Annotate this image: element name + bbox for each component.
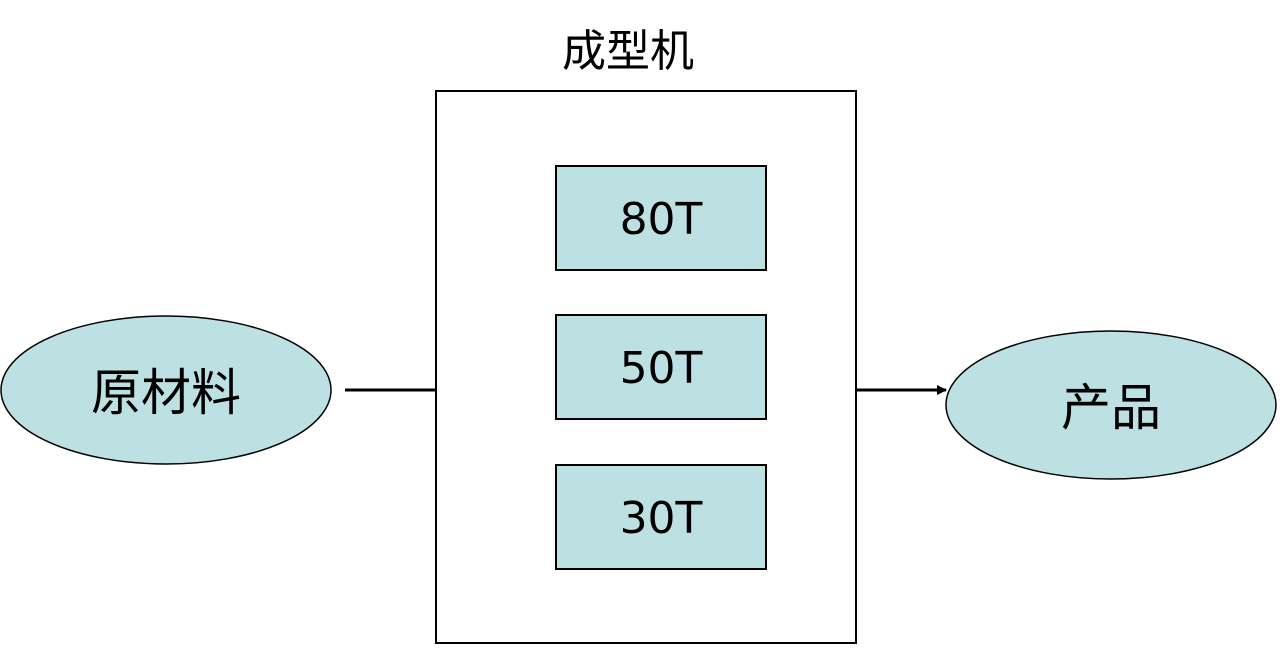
output-node-label: 产品 bbox=[1061, 379, 1161, 437]
input-node: 原材料 bbox=[0, 315, 332, 465]
machine-box-80t: 80T bbox=[555, 165, 767, 271]
input-node-label: 原材料 bbox=[91, 364, 241, 422]
output-node: 产品 bbox=[945, 330, 1277, 480]
machine-box-30t: 30T bbox=[555, 464, 767, 570]
machine-label: 30T bbox=[620, 493, 703, 544]
machine-box-50t: 50T bbox=[555, 314, 767, 420]
machine-label: 50T bbox=[620, 343, 703, 394]
machine-group-title: 成型机 bbox=[562, 26, 694, 77]
machine-label: 80T bbox=[620, 194, 703, 245]
